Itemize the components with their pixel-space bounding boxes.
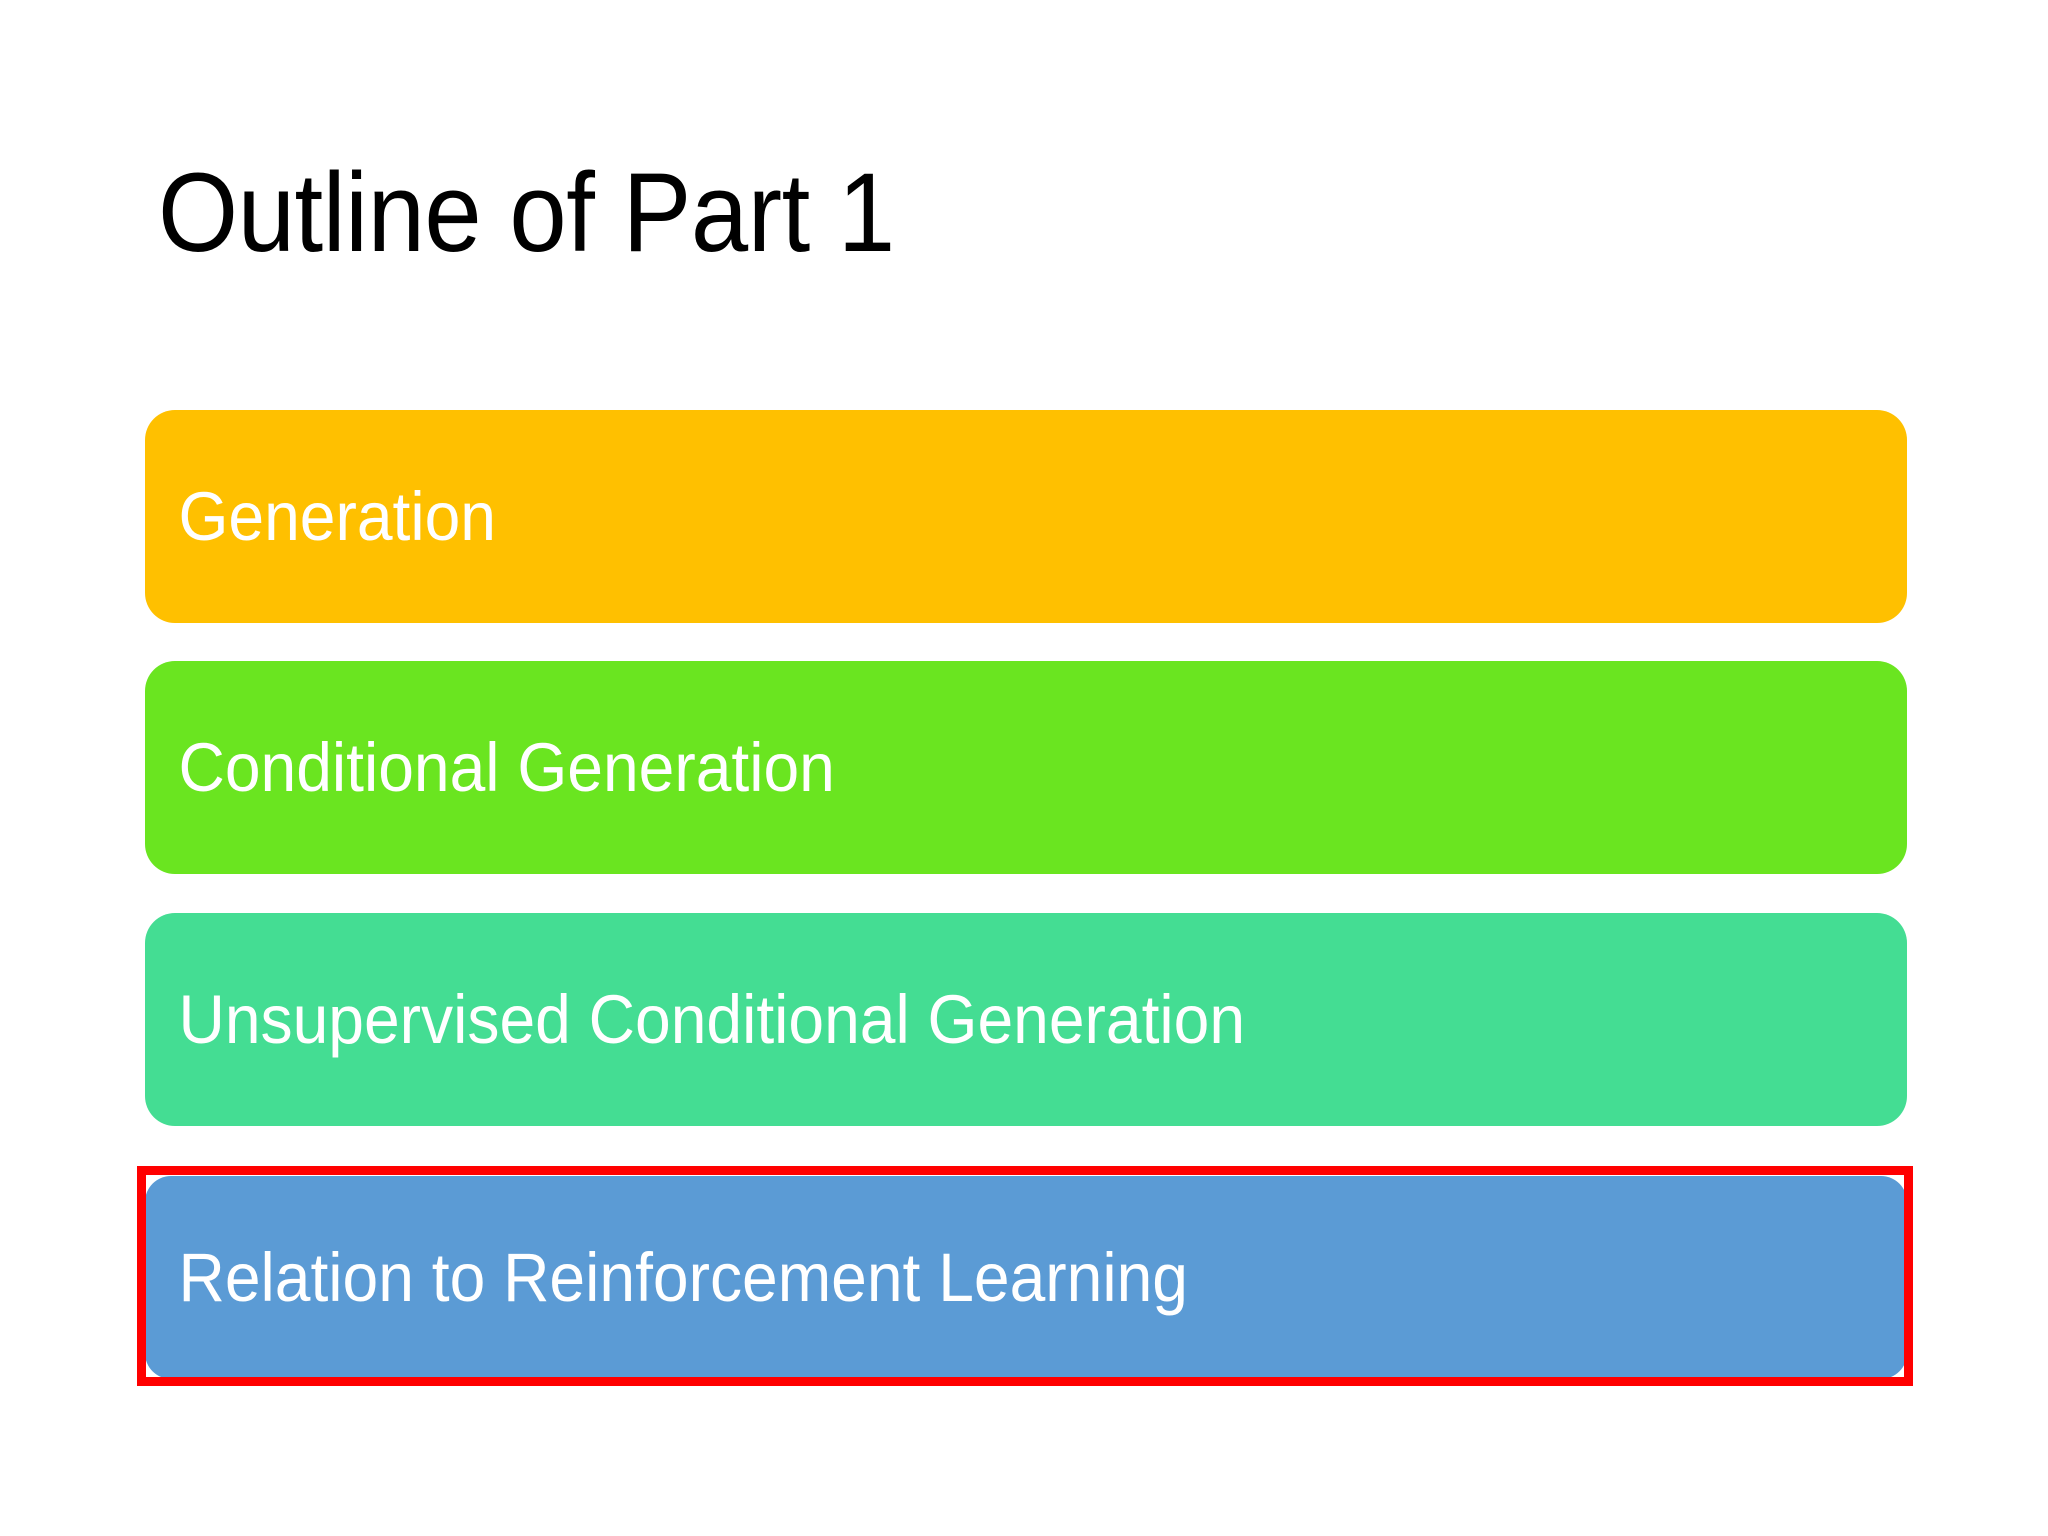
outline-item-relation-to-reinforcement-learning[interactable]: Relation to Reinforcement Learning	[145, 1176, 1907, 1379]
outline-item-unsupervised-conditional-generation[interactable]: Unsupervised Conditional Generation	[145, 913, 1907, 1126]
outline-item-label: Conditional Generation	[178, 728, 835, 806]
outline-item-label: Relation to Reinforcement Learning	[178, 1238, 1188, 1316]
outline-item-conditional-generation[interactable]: Conditional Generation	[145, 661, 1907, 874]
outline-item-label: Unsupervised Conditional Generation	[178, 980, 1246, 1058]
outline-item-generation[interactable]: Generation	[145, 410, 1907, 623]
outline-item-label: Generation	[178, 477, 496, 555]
page-title: Outline of Part 1	[158, 150, 895, 275]
